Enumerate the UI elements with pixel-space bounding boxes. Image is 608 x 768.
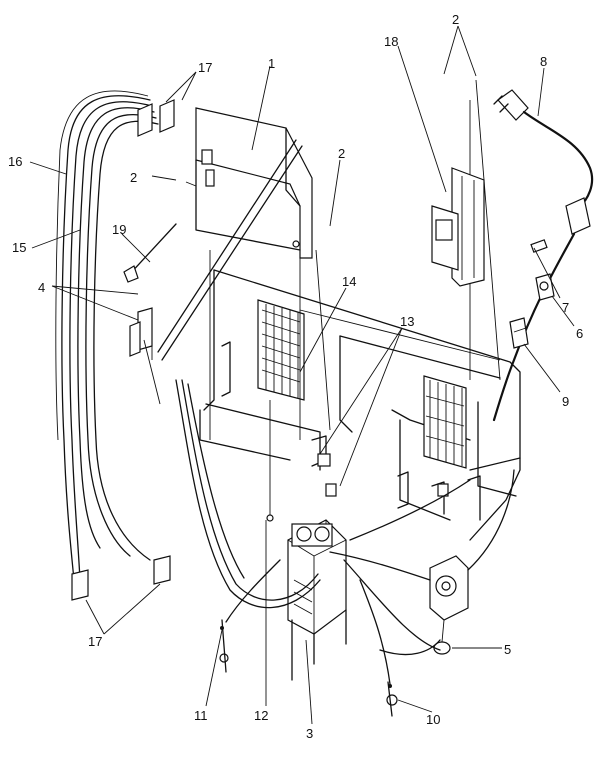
callout-19: 19 — [112, 222, 126, 237]
callout-11: 11 — [194, 708, 208, 723]
callout-3-bottom: 3 — [306, 726, 313, 741]
callout-17-bottom: 17 — [88, 634, 102, 649]
callout-15: 15 — [12, 240, 26, 255]
callout-9: 9 — [562, 394, 569, 409]
callout-6: 6 — [576, 326, 583, 341]
power-cord-part-8 — [492, 89, 594, 422]
screw-part-11 — [219, 619, 229, 673]
wire-harness-15-16 — [55, 90, 175, 601]
callout-13: 13 — [400, 314, 414, 329]
bracket-part-4 — [129, 307, 161, 405]
heating-element-left — [257, 299, 305, 401]
base-frame — [199, 269, 521, 541]
wire-part-19 — [123, 223, 177, 283]
callout-16: 16 — [8, 154, 22, 169]
switch-assembly-part-18 — [431, 167, 485, 287]
callout-2-left: 2 — [130, 170, 137, 185]
control-box-part-3 — [287, 519, 347, 681]
callout-18: 18 — [384, 34, 398, 49]
main-wires — [175, 379, 515, 685]
callout-10: 10 — [426, 712, 440, 727]
callout-2-top-right: 2 — [452, 12, 459, 27]
leader-lines — [29, 25, 575, 725]
brackets — [221, 341, 481, 521]
callout-5: 5 — [504, 642, 511, 657]
callout-4: 4 — [38, 280, 45, 295]
motor-part-5 — [429, 555, 469, 655]
callout-1: 1 — [268, 56, 275, 71]
callout-14: 14 — [342, 274, 356, 289]
callout-2-center: 2 — [338, 146, 345, 161]
callouts: 17 1 18 2 8 16 2 2 15 19 14 4 7 13 6 9 5… — [8, 12, 583, 741]
callout-7: 7 — [562, 300, 569, 315]
small-parts-6-7-9 — [509, 239, 555, 349]
heating-element-right — [423, 375, 467, 469]
callout-17-top: 17 — [198, 60, 212, 75]
callout-12: 12 — [254, 708, 268, 723]
callout-8: 8 — [540, 54, 547, 69]
screw-part-10 — [386, 681, 398, 717]
cover-panel-part-1 — [185, 107, 313, 259]
